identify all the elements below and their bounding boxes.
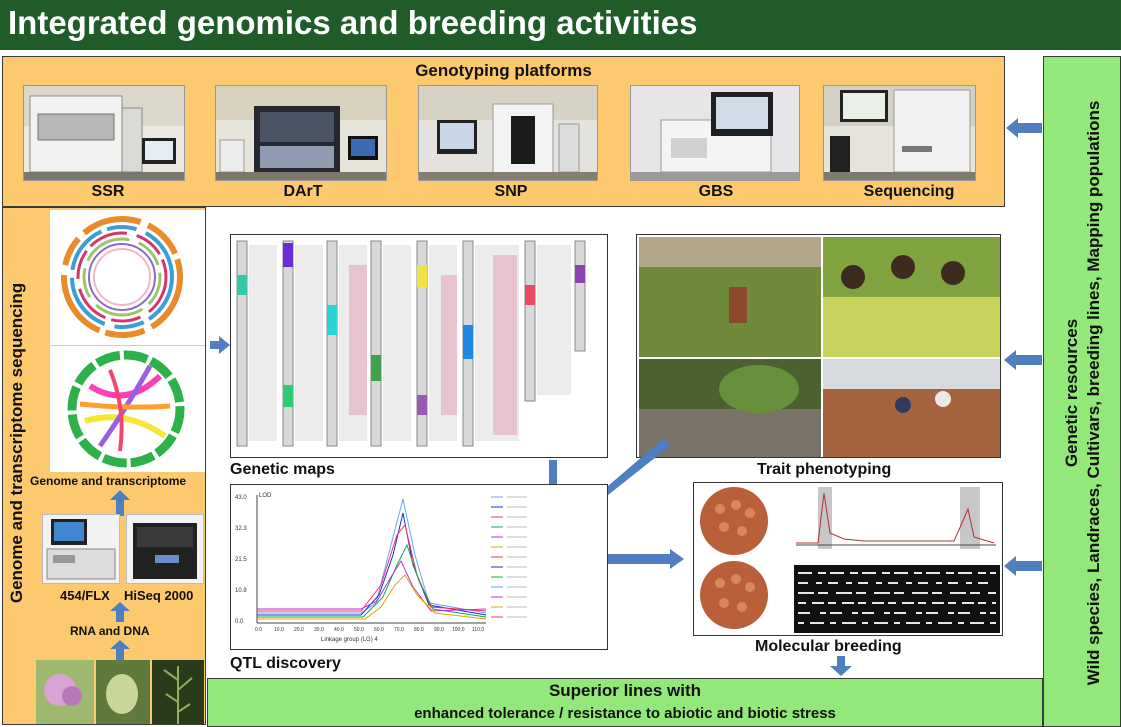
qtl-y-label: LOD bbox=[259, 493, 272, 499]
qtl-x-tick: 110.0 bbox=[472, 627, 484, 633]
circos-plot-transcriptome bbox=[50, 346, 205, 472]
left-arrow-icon bbox=[1006, 118, 1042, 138]
genetic-resources-title: Genetic resources bbox=[1062, 318, 1081, 467]
down-arrow-icon bbox=[830, 656, 852, 676]
circos-plot-genome bbox=[50, 210, 205, 345]
pod-photo bbox=[96, 660, 150, 724]
molecular-breeding-caption: Molecular breeding bbox=[755, 638, 902, 655]
field-photo-4 bbox=[823, 359, 1000, 457]
hiseq-instrument-photo bbox=[126, 514, 204, 584]
superior-lines-bar: Superior lines with enhanced tolerance /… bbox=[207, 678, 1043, 727]
genotyping-platforms-box: Genotyping platforms SSR DArT bbox=[2, 56, 1005, 207]
field-photo-2 bbox=[823, 237, 1000, 357]
qtl-x-tick: 10.0 bbox=[274, 627, 284, 633]
genetic-maps-panel bbox=[230, 234, 608, 458]
qtl-y-tick: 10.8 bbox=[235, 588, 247, 594]
genetic-resources-vertical-title: Genetic resources Wild species, Landrace… bbox=[1044, 57, 1121, 727]
qtl-x-tick: 90.0 bbox=[434, 627, 444, 633]
header-bar: Integrated genomics and breeding activit… bbox=[0, 0, 1121, 50]
qtl-x-tick: 30.0 bbox=[314, 627, 324, 633]
qtl-x-tick: 40.0 bbox=[334, 627, 344, 633]
up-arrow-icon bbox=[110, 640, 130, 660]
sequencing-instrument-photo bbox=[823, 85, 976, 181]
platform-label-sequencing: Sequencing bbox=[863, 183, 955, 200]
genetic-resources-box: Genetic resources Wild species, Landrace… bbox=[1043, 56, 1121, 727]
qtl-y-tick: 32.3 bbox=[235, 526, 247, 532]
qtl-x-tick: 0.0 bbox=[255, 627, 262, 633]
sequencing-vertical-title: Genome and transcriptome sequencing bbox=[2, 245, 32, 640]
qtl-x-tick: 70.0 bbox=[394, 627, 404, 633]
gbs-instrument-photo bbox=[630, 85, 800, 181]
platform-label-dart: DArT bbox=[283, 183, 323, 200]
trait-phenotyping-caption: Trait phenotyping bbox=[757, 461, 892, 478]
superior-lines-subtitle: enhanced tolerance / resistance to abiot… bbox=[414, 705, 836, 722]
rna-dna-label: RNA and DNA bbox=[70, 624, 150, 638]
dart-instrument-photo bbox=[215, 85, 387, 181]
up-arrow-icon bbox=[110, 602, 130, 622]
right-arrow-icon bbox=[608, 549, 684, 569]
field-photo-1 bbox=[639, 237, 821, 357]
platform-label-gbs: GBS bbox=[698, 183, 734, 200]
genotyping-title: Genotyping platforms bbox=[415, 61, 592, 80]
qtl-x-label: Linkage group (LG) 4 bbox=[321, 637, 378, 643]
qtl-x-tick: 20.0 bbox=[294, 627, 304, 633]
field-photo-3 bbox=[639, 359, 821, 457]
trait-phenotyping-panel bbox=[636, 234, 1001, 458]
ssr-instrument-photo bbox=[23, 85, 185, 181]
instrument-label-hiseq: HiSeq 2000 bbox=[124, 588, 194, 603]
platform-label-ssr: SSR bbox=[91, 183, 125, 200]
flower-photo bbox=[36, 660, 94, 724]
qtl-y-tick: 0.0 bbox=[235, 619, 244, 625]
qtl-discovery-caption: QTL discovery bbox=[230, 655, 341, 672]
platform-label-snp: SNP bbox=[494, 183, 528, 200]
genetic-maps-caption: Genetic maps bbox=[230, 461, 335, 478]
qtl-y-tick: 21.5 bbox=[235, 557, 247, 563]
genetic-resources-list: Wild species, Landraces, Cultivars, bree… bbox=[1084, 100, 1103, 685]
instrument-label-454-flx: 454/FLX bbox=[60, 588, 110, 603]
wild-plant-photo bbox=[152, 660, 204, 724]
superior-lines-title: Superior lines with bbox=[548, 681, 702, 700]
page-title: Integrated genomics and breeding activit… bbox=[8, 4, 698, 41]
qtl-x-tick: 80.0 bbox=[414, 627, 424, 633]
qtl-x-tick: 100.0 bbox=[452, 627, 465, 633]
qtl-discovery-panel: LOD 43.0 32.3 21.5 10.8 0.0 Linkage grou… bbox=[230, 484, 608, 650]
454-flx-instrument-photo bbox=[42, 514, 120, 584]
genome-transcriptome-label: Genome and transcriptome bbox=[30, 474, 187, 488]
up-arrow-icon bbox=[110, 490, 130, 516]
right-arrow-icon bbox=[210, 336, 230, 354]
molecular-breeding-panel bbox=[693, 482, 1003, 636]
sequencing-vertical-text: Genome and transcriptome sequencing bbox=[7, 282, 26, 603]
qtl-x-tick: 50.0 bbox=[354, 627, 364, 633]
qtl-y-tick: 43.0 bbox=[235, 495, 247, 501]
left-arrow-icon bbox=[1004, 556, 1042, 576]
left-arrow-icon bbox=[1004, 350, 1042, 370]
snp-instrument-photo bbox=[418, 85, 598, 181]
qtl-x-tick: 60.0 bbox=[374, 627, 384, 633]
